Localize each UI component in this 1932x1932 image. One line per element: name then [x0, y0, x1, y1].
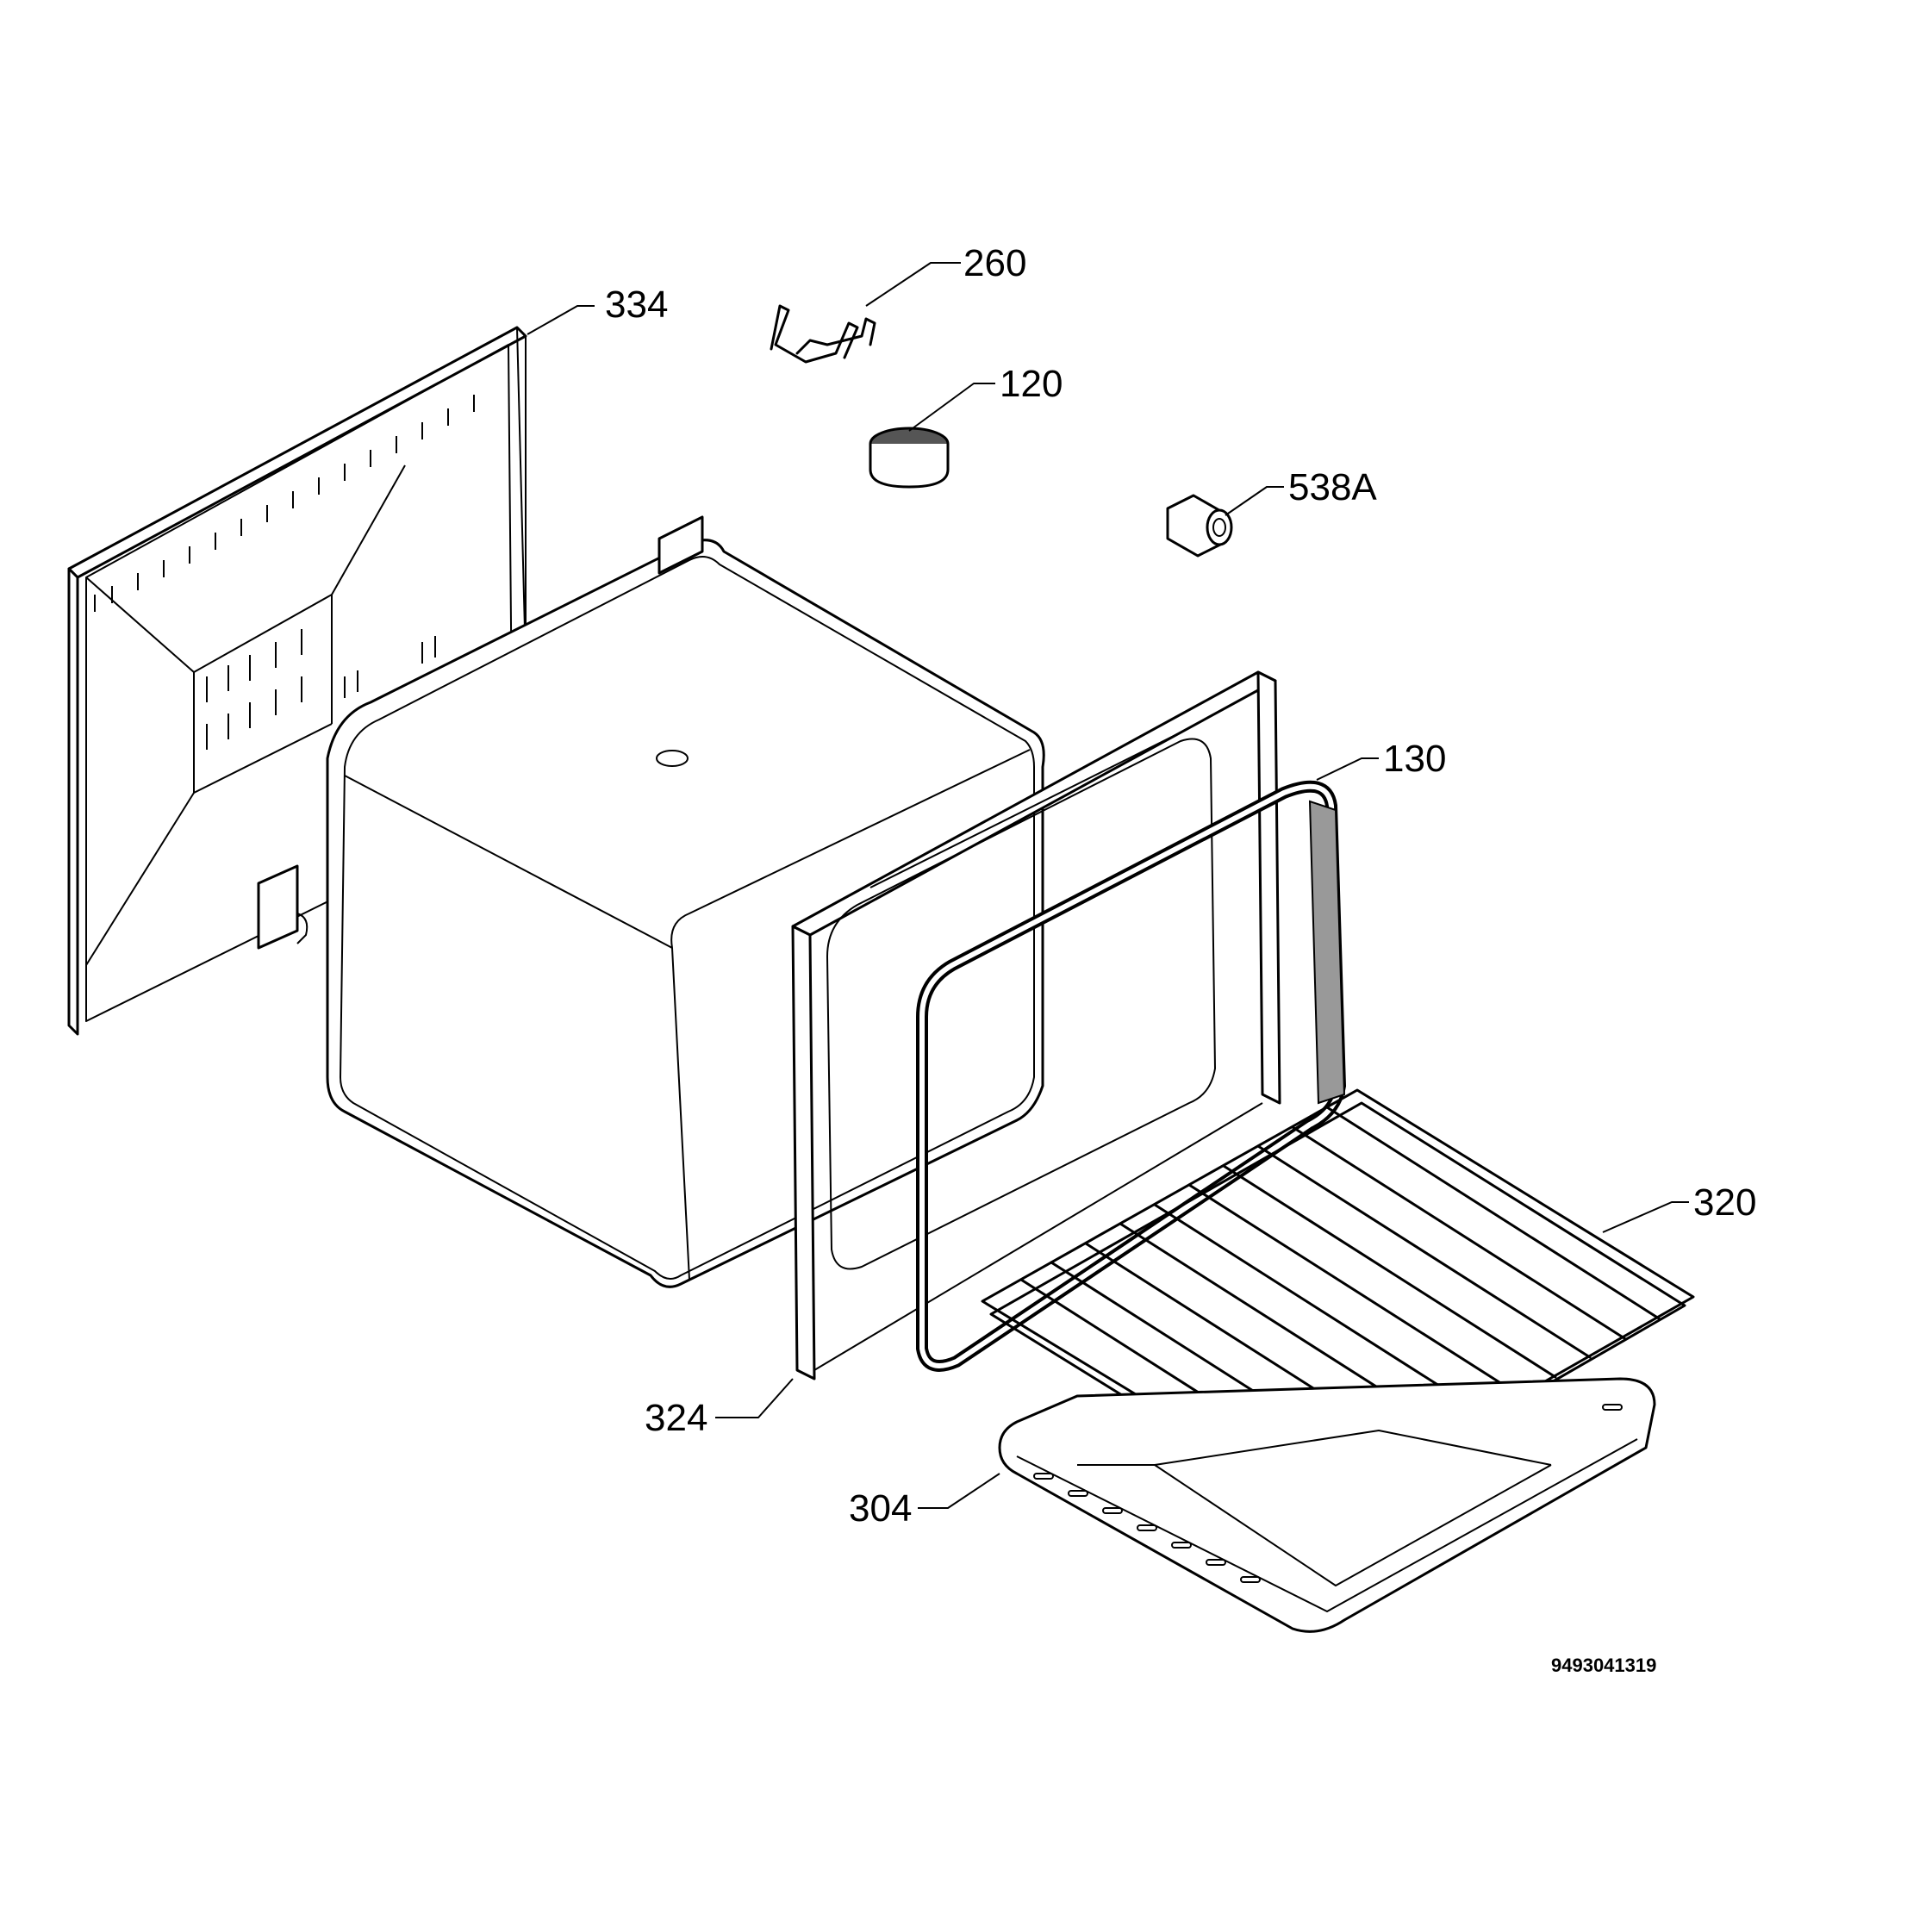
lamp-socket-538a [1166, 494, 1233, 558]
document-number: 9493041319 [1551, 1655, 1656, 1676]
filter-plug-120 [869, 427, 950, 489]
oven-cavity [257, 515, 1045, 1288]
callout-130: 130 [1383, 738, 1446, 780]
callout-260: 260 [963, 242, 1026, 284]
leader-lines [527, 262, 1689, 1509]
wire-clip-260 [770, 304, 876, 364]
callout-120: 120 [1000, 363, 1063, 405]
callout-304: 304 [849, 1487, 912, 1530]
callout-324: 324 [645, 1397, 707, 1439]
baking-tray-304 [998, 1377, 1656, 1633]
callout-334: 334 [605, 284, 668, 326]
callout-320: 320 [1693, 1181, 1756, 1224]
front-frame-324 [791, 670, 1281, 1380]
callout-538a: 538A [1288, 466, 1377, 508]
door-gasket-130 [916, 780, 1347, 1372]
